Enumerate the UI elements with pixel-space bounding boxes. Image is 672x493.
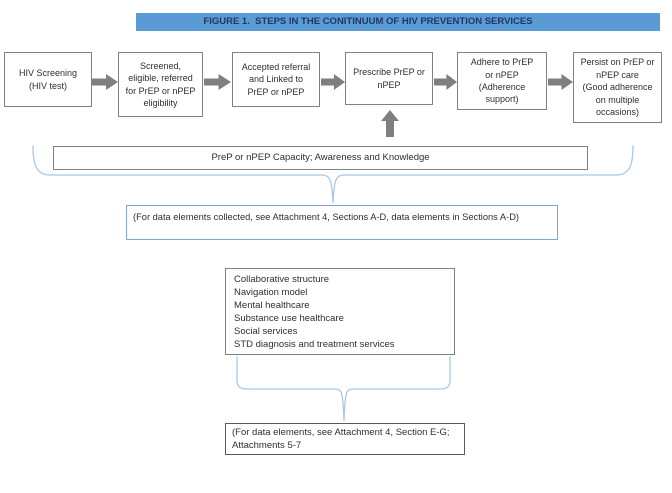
flow-step-box-screened-eligible: Screened, eligible, referred for PrEP or… — [118, 52, 203, 117]
service-list-item: Mental healthcare — [234, 300, 310, 311]
attachment-note-box: (For data elements, see Attachment 4, Se… — [225, 423, 465, 455]
curly-brace-icon — [32, 145, 634, 204]
service-list-item: STD diagnosis and treatment services — [234, 339, 395, 350]
flow-step-box-accepted-referral: Accepted referral and Linked to PrEP or … — [232, 52, 320, 107]
support-services-box: Collaborative structure Navigation model… — [225, 268, 455, 355]
flow-arrow-up-icon — [381, 110, 399, 137]
service-list-item: Navigation model — [234, 287, 308, 298]
flow-arrow-right-icon — [204, 74, 231, 90]
service-list-item: Social services — [234, 326, 298, 337]
curly-brace-icon — [236, 356, 451, 422]
flow-step-box-prescribe: Prescribe PrEP or nPEP — [345, 52, 433, 105]
figure-title: FIGURE 1. STEPS IN THE CONITINUUM OF HIV… — [136, 13, 660, 31]
flow-arrow-right-icon — [434, 74, 457, 90]
service-list-item: Substance use healthcare — [234, 313, 344, 324]
flow-step-box-hiv-screening: HIV Screening (HIV test) — [4, 52, 92, 107]
flow-arrow-right-icon — [548, 74, 573, 90]
flow-step-box-persist: Persist on PrEP or nPEP care (Good adher… — [573, 52, 662, 123]
capacity-note-box: PreP or nPEP Capacity; Awareness and Kno… — [53, 146, 588, 170]
flow-arrow-right-icon — [92, 74, 118, 90]
flow-arrow-right-icon — [321, 74, 345, 90]
flow-step-box-adhere: Adhere to PrEP or nPEP (Adherence suppor… — [457, 52, 547, 110]
data-elements-note-box: (For data elements collected, see Attach… — [126, 205, 558, 240]
service-list-item: Collaborative structure — [234, 274, 330, 285]
